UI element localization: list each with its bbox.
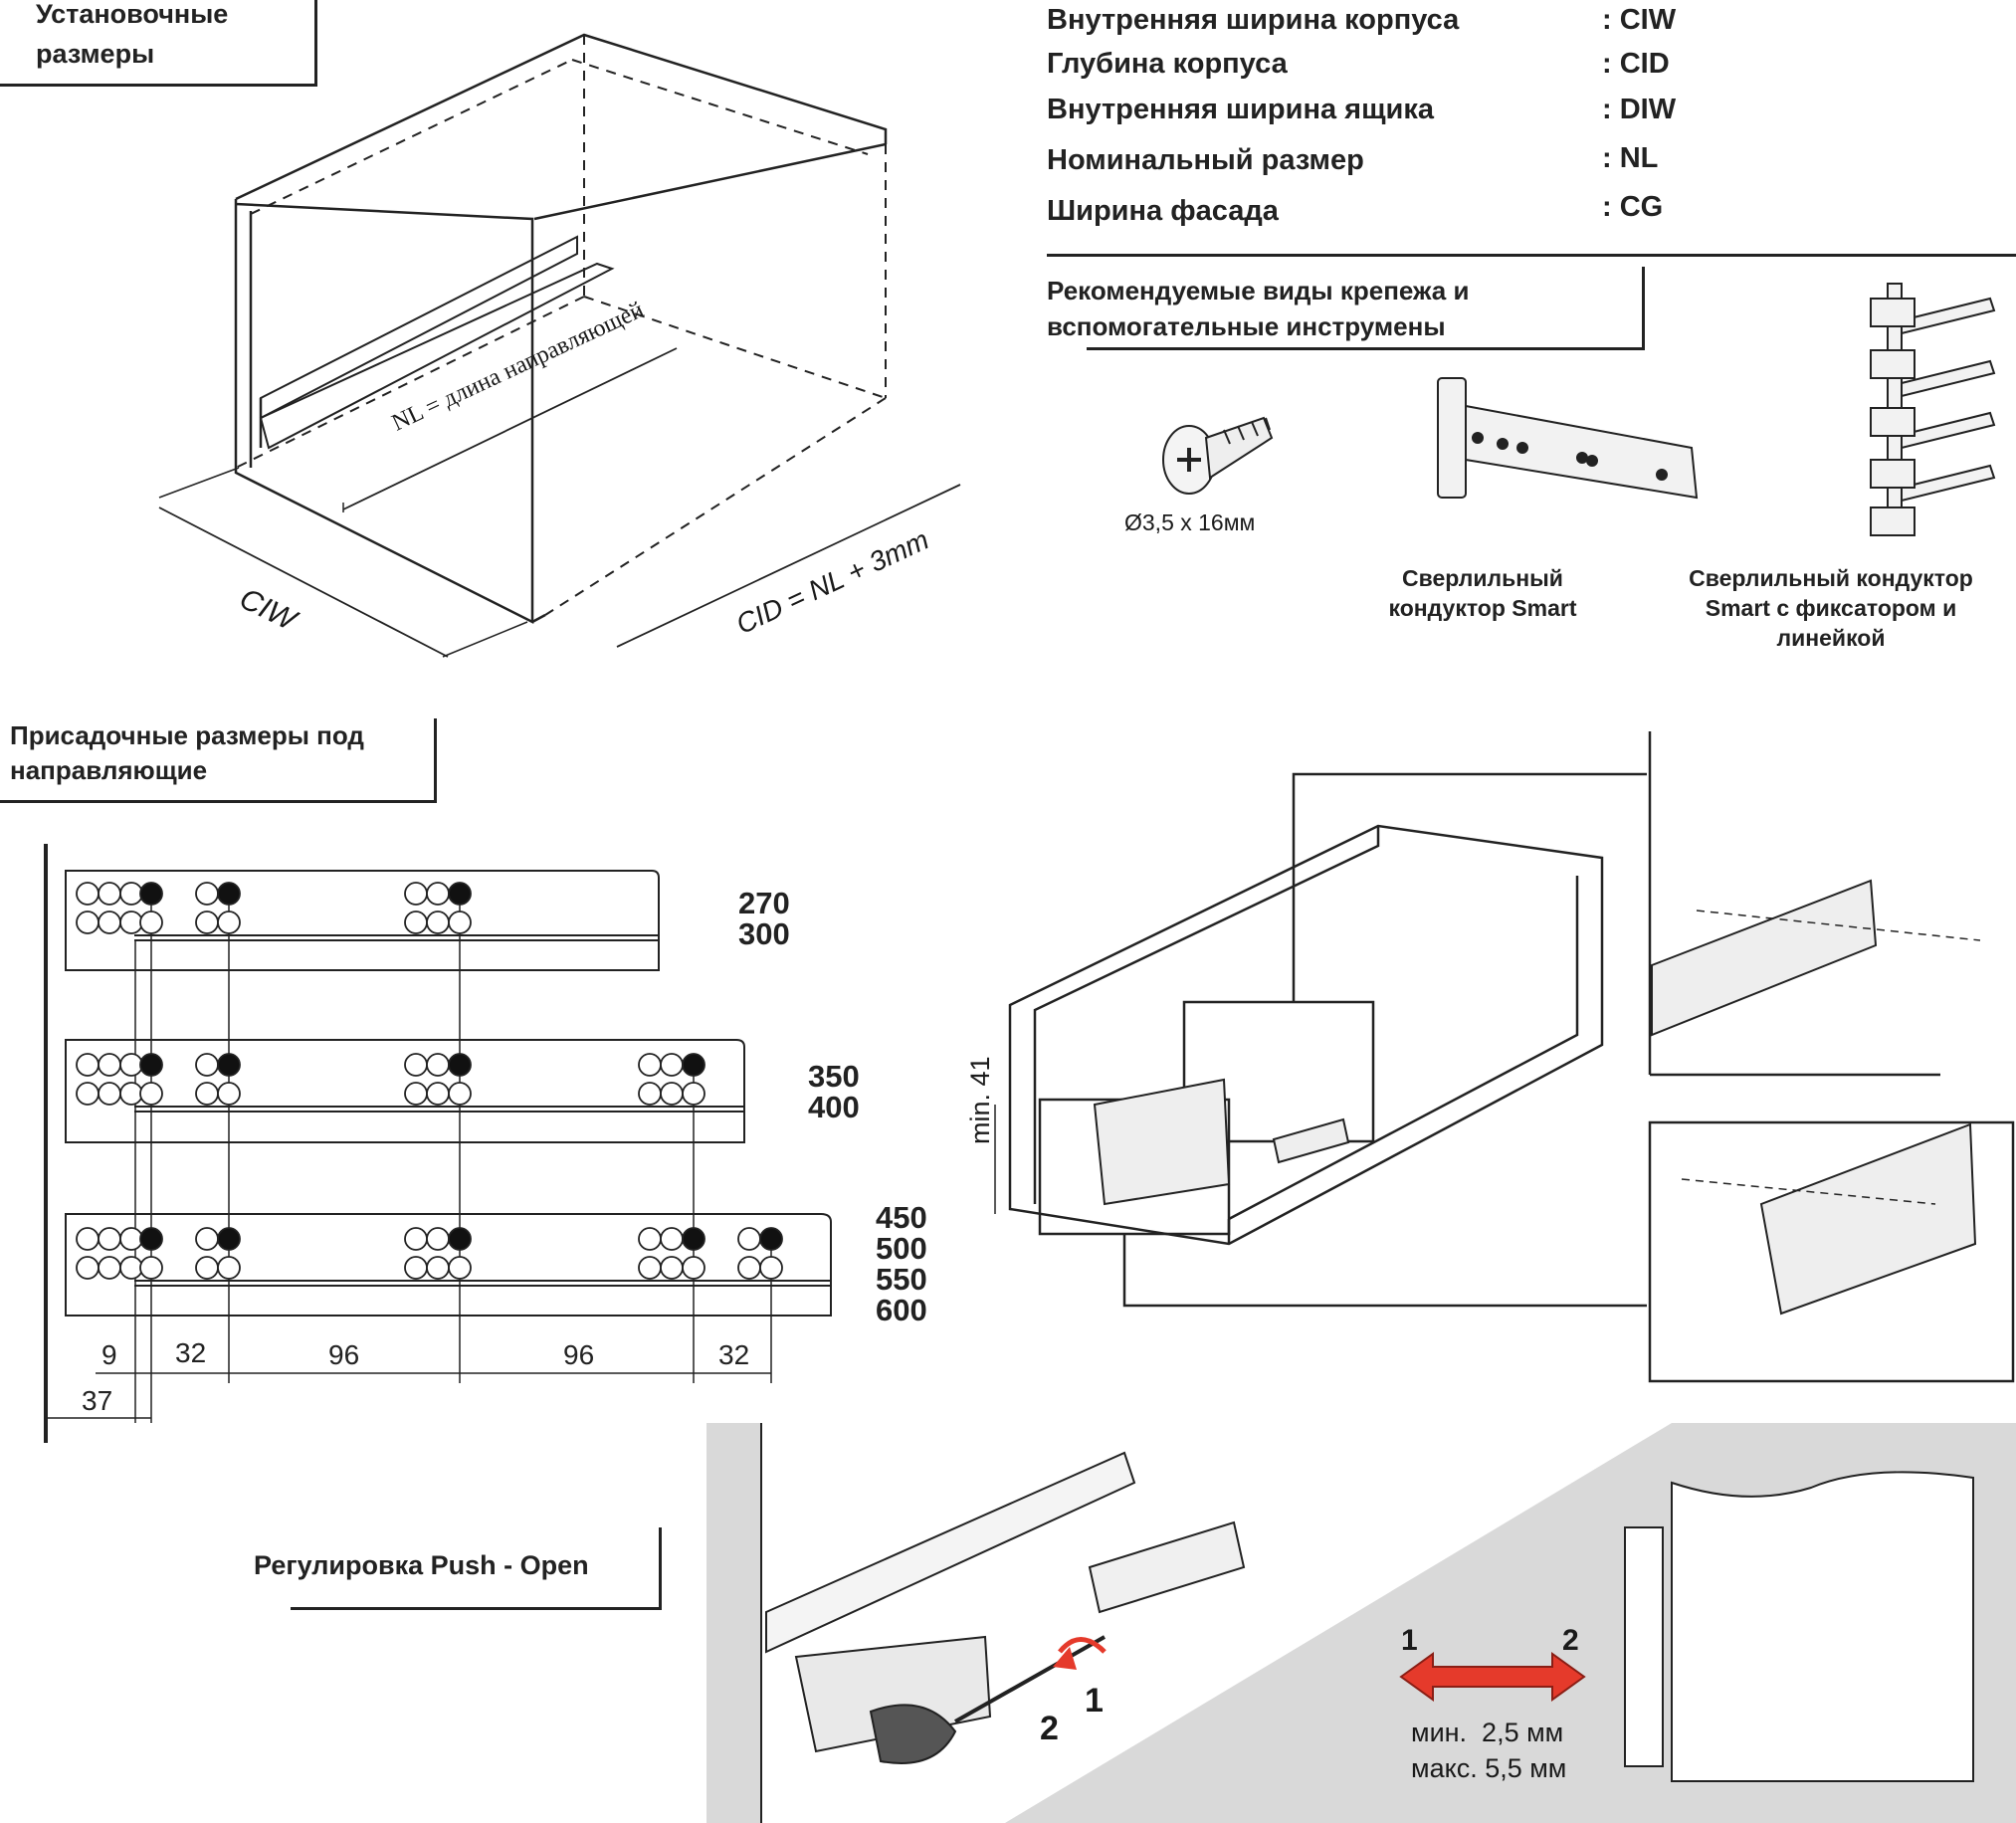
jig-ruler-caption: Сверлильный кондуктор Smart с фиксатором… [1689, 565, 1973, 651]
screw-caption: Ø3,5 x 16мм [1124, 509, 1256, 535]
adjust-min: мин. 2,5 мм [1411, 1718, 1564, 1747]
rail-3-sizes: 450 500 550 600 [876, 1200, 927, 1327]
spec-diw-label: Внутренняя ширина ящика [1047, 94, 1435, 125]
push-open-header: Регулировка Push - Open [254, 1550, 589, 1580]
adjust-arrow [1399, 1652, 1586, 1702]
arrow-right-number: 2 [1562, 1624, 1579, 1657]
turn-1-number: 1 [1085, 1682, 1104, 1720]
dim-32a: 32 [175, 1337, 207, 1368]
spec-nl-label: Номинальный размер [1047, 144, 1364, 176]
jig-ruler-illustration [1870, 283, 1996, 536]
jig-caption: Сверлильный кондуктор Smart [1388, 565, 1577, 621]
fasteners-rule [1047, 254, 2016, 257]
rail-2-sizes: 350 400 [808, 1059, 860, 1124]
push-open-header-box [291, 1527, 662, 1610]
spec-cg-label: Ширина фасада [1047, 195, 1279, 227]
dim-9: 9 [101, 1339, 117, 1370]
dim-96b: 96 [563, 1339, 595, 1370]
dim-32b: 32 [718, 1339, 750, 1370]
rail-1-sizes: 270 300 [738, 886, 790, 951]
drilling-header-box [0, 718, 437, 803]
cid-label: CID = NL + 3mm [731, 523, 934, 641]
adjust-max: макс. 5,5 мм [1411, 1753, 1567, 1783]
dim-96a: 96 [328, 1339, 360, 1370]
spec-ciw-label: Внутренняя ширина корпуса [1047, 4, 1460, 36]
min-41-label: min. 41 [965, 1056, 995, 1144]
spec-nl-code: : NL [1602, 142, 1659, 174]
ciw-label: CIW [234, 582, 302, 638]
fasteners-box [1087, 267, 1645, 350]
spec-ciw-code: : CIW [1602, 4, 1677, 36]
install-header: Установочные размеры [36, 0, 229, 69]
turn-2-number: 2 [1040, 1710, 1059, 1747]
nl-label: NL = длина направляющей [388, 297, 648, 437]
dim-37: 37 [82, 1385, 113, 1416]
jig-illustration [1437, 377, 1699, 500]
arrow-left-number: 1 [1401, 1624, 1418, 1657]
spec-diw-code: : DIW [1602, 94, 1677, 125]
drilling-header: Присадочные размеры под направляющие [10, 720, 364, 785]
fasteners-header: Рекомендуемые виды крепежа и вспомогател… [1047, 276, 1470, 341]
spec-cid-code: : CID [1602, 48, 1670, 80]
spec-cid-label: Глубина корпуса [1047, 48, 1288, 80]
spec-cg-code: : CG [1602, 191, 1664, 223]
